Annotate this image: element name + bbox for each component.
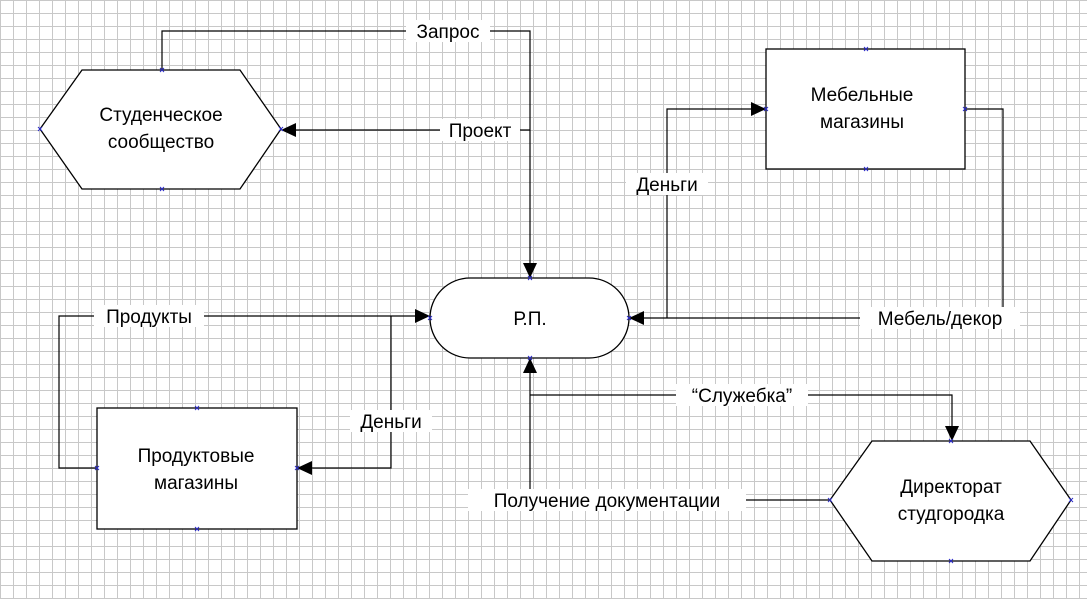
edge-money-furniture-label-bg (626, 173, 708, 195)
connection-point-icon (37, 126, 43, 132)
node-center-label: Р.П. (513, 309, 546, 330)
node-campus-directorate (829, 440, 1072, 562)
node-furniture-stores-line1: Мебельные (811, 85, 914, 106)
edge-memo-line (530, 394, 953, 428)
edge-memo-label-bg (676, 384, 808, 406)
arrow-request (523, 263, 537, 278)
arrow-memo (945, 426, 959, 441)
connection-point-icon (294, 465, 300, 471)
edge-products-label: Продукты (106, 307, 192, 328)
node-grocery-stores (96, 407, 298, 530)
connection-point-icon (827, 497, 833, 503)
connection-point-icon (159, 67, 165, 73)
connection-point-icon (863, 46, 869, 52)
edge-documentation-label: Получение документации (494, 491, 721, 512)
connection-point-icon (427, 315, 433, 321)
connection-point-icon (763, 106, 769, 112)
node-grocery-stores-line2: магазины (154, 473, 238, 494)
edge-money-grocery-label: Деньги (360, 412, 421, 433)
arrow-project (281, 123, 296, 137)
edge-project-label: Проект (449, 121, 512, 142)
node-student-community-line1: Студенческое (99, 105, 222, 126)
edge-products-line (58, 315, 415, 469)
edge-request-label-bg (406, 20, 490, 42)
connection-point-icon (94, 465, 100, 471)
edge-money-grocery-label-bg (350, 410, 432, 432)
arrow-documentation (523, 358, 537, 373)
node-campus-directorate-line1: Директорат (900, 477, 1002, 498)
connection-point-icon (948, 558, 954, 564)
connection-point-icon (159, 186, 165, 192)
connection-point-icon (948, 438, 954, 444)
edge-furniture-decor-line (644, 108, 1004, 319)
connection-point-icon (527, 275, 533, 281)
arrow-products (415, 309, 430, 323)
node-student-community (39, 69, 282, 190)
node-campus-directorate-line2: студгородка (898, 504, 1005, 525)
node-furniture-stores (765, 48, 966, 170)
edge-furniture-decor-label-bg (860, 307, 1020, 329)
edge-furniture-decor-label: Мебель/декор (878, 309, 1003, 330)
edge-request-line (161, 30, 531, 266)
node-furniture-stores-line2: магазины (820, 112, 904, 133)
edge-documentation-label-bg (468, 489, 746, 511)
connection-point-icon (962, 106, 968, 112)
node-grocery-stores-line1: Продуктовые (138, 446, 255, 467)
connection-points (37, 46, 1074, 564)
connection-point-icon (194, 526, 200, 532)
node-student-community-line2: сообщество (108, 132, 214, 153)
arrow-money-furniture (751, 102, 766, 116)
edge-request-label: Запрос (417, 22, 480, 43)
edge-money-furniture-line (666, 108, 752, 318)
edge-products-label-bg (94, 305, 204, 327)
connection-point-icon (1068, 497, 1074, 503)
edge-project-label-bg (440, 119, 520, 141)
connection-point-icon (194, 405, 200, 411)
arrow-money-grocery (297, 461, 312, 475)
arrow-furniture-decor (629, 311, 644, 325)
edge-money-grocery-line (312, 316, 392, 469)
connection-point-icon (626, 315, 632, 321)
edge-memo-label: “Служебка” (692, 386, 792, 407)
connection-point-icon (278, 126, 284, 132)
edge-money-furniture-label: Деньги (636, 175, 697, 196)
connection-point-icon (527, 355, 533, 361)
connection-point-icon (863, 166, 869, 172)
